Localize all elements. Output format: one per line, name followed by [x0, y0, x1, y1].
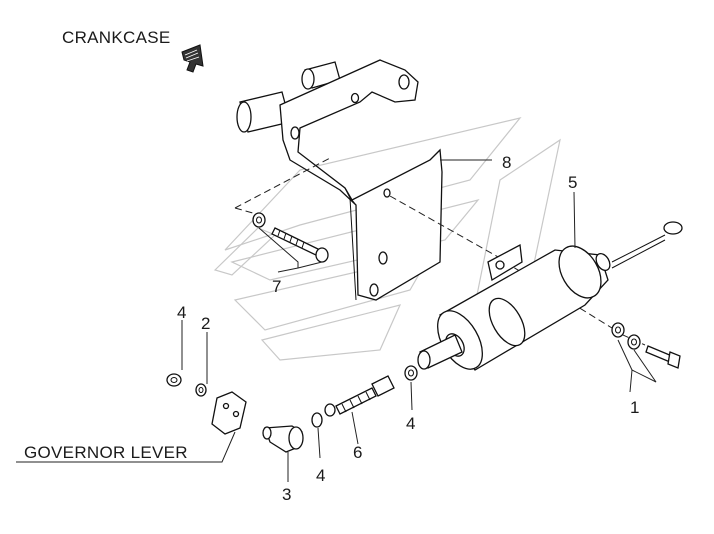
linkage-parts [166, 365, 418, 453]
callout-4-lower: 4 [316, 466, 325, 485]
bolt-set-7 [252, 212, 329, 263]
crankcase-arrow-icon [181, 44, 204, 73]
bolt-set-1 [611, 322, 681, 369]
governor-lever-caption: GOVERNOR LEVER [24, 443, 188, 462]
callout-3: 3 [282, 485, 291, 504]
stop-solenoid [417, 221, 683, 371]
leader-lines [16, 159, 657, 482]
callout-4-left: 4 [177, 303, 186, 322]
callout-1: 1 [630, 398, 639, 417]
crankcase-caption: CRANKCASE [62, 28, 171, 47]
callout-2: 2 [201, 314, 210, 333]
callout-6: 6 [353, 443, 362, 462]
callout-5: 5 [568, 173, 577, 192]
callout-8: 8 [502, 153, 511, 172]
callout-7: 7 [272, 277, 281, 296]
mounting-bracket [236, 59, 443, 301]
callout-4-right: 4 [406, 414, 415, 433]
